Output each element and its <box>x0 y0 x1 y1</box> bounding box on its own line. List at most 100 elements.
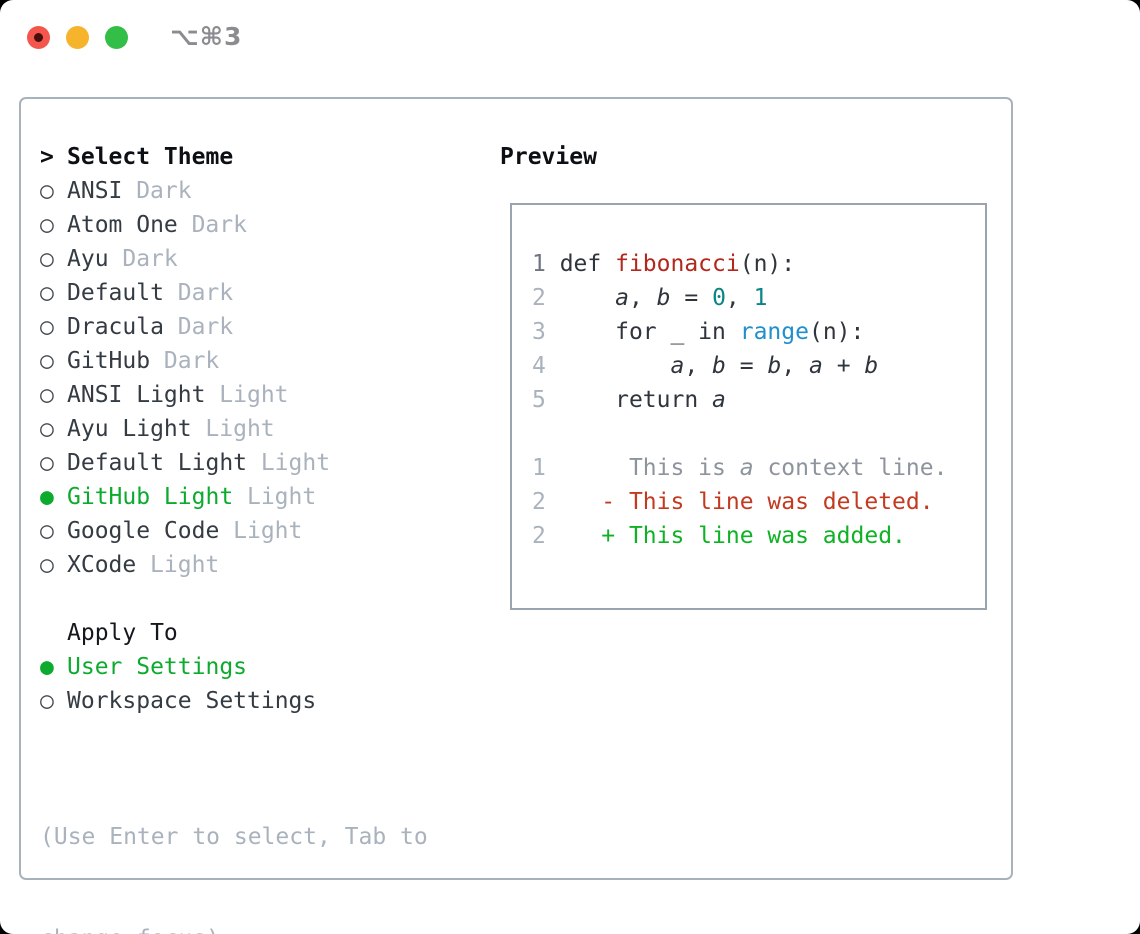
code-token: - This line was deleted. <box>601 489 934 515</box>
code-token: a <box>739 455 754 481</box>
spacer <box>40 718 480 752</box>
code-token: , <box>628 285 657 311</box>
radio-marker-icon: ○ <box>40 518 54 544</box>
code-line: 2 - This line was deleted. <box>532 485 947 519</box>
apply-to-label: Apply To <box>67 620 178 646</box>
theme-name: Ayu Light <box>67 416 192 442</box>
theme-name: Google Code <box>67 518 220 544</box>
theme-option[interactable]: ○ Google Code Light <box>40 514 480 548</box>
titlebar: ⌥⌘3 <box>0 0 1140 75</box>
theme-variant: Light <box>246 484 317 510</box>
preview-title: Preview <box>500 144 597 170</box>
theme-name: Dracula <box>67 314 164 340</box>
theme-name: Default <box>67 280 164 306</box>
code-token: return <box>559 387 713 413</box>
theme-name: GitHub <box>67 348 151 374</box>
cursor-icon: > <box>40 144 54 170</box>
theme-variant: Dark <box>191 212 247 238</box>
theme-name: Atom One <box>67 212 178 238</box>
code-token: 3 <box>532 319 560 345</box>
code-token: 1 <box>532 251 560 277</box>
code-token: (n): <box>808 319 865 345</box>
close-button[interactable] <box>27 26 50 49</box>
code-token: 1 <box>532 455 546 481</box>
radio-marker-icon: ○ <box>40 688 54 714</box>
code-line <box>532 417 947 451</box>
theme-variant: Light <box>233 518 303 544</box>
code-line: 1 def fibonacci(n): <box>532 247 947 281</box>
code-token: This is <box>545 455 740 481</box>
theme-name: GitHub Light <box>67 484 234 510</box>
code-token: 2 <box>532 523 546 549</box>
code-token: for _ in <box>559 319 740 345</box>
code-token: a <box>809 353 823 379</box>
code-token: a <box>670 353 685 379</box>
apply-to-list: ●User Settings ○ Workspace Settings <box>40 650 480 718</box>
minimize-button[interactable] <box>66 26 89 49</box>
code-token: b <box>656 285 671 311</box>
theme-variant: Light <box>205 416 275 442</box>
code-token: = <box>725 353 768 379</box>
theme-option[interactable]: ○ Ayu Light Light <box>40 412 480 446</box>
radio-marker-icon: ○ <box>40 246 54 272</box>
apply-to-option-label: Workspace Settings <box>67 688 317 714</box>
radio-marker-icon: ○ <box>40 382 54 408</box>
code-token: 2 <box>532 489 546 515</box>
code-token: (n): <box>739 251 796 277</box>
maximize-button[interactable] <box>105 26 128 49</box>
theme-variant: Light <box>219 382 289 408</box>
radio-marker-icon: ○ <box>40 178 54 204</box>
code-token: , <box>781 353 810 379</box>
hint-line-1: (Use Enter to select, Tab to <box>40 824 428 850</box>
code-token <box>546 489 601 515</box>
theme-name: Ayu <box>67 246 109 272</box>
code-token: , <box>684 353 713 379</box>
select-theme-header: >Select Theme <box>40 140 480 174</box>
code-line: 5 return a <box>532 383 947 417</box>
code-line: 3 for _ in range(n): <box>532 315 947 349</box>
theme-name: XCode <box>67 552 137 578</box>
close-dot-icon <box>34 33 43 42</box>
code-token: 2 <box>532 285 560 311</box>
theme-variant: Dark <box>177 314 234 340</box>
code-token: range <box>739 319 809 345</box>
theme-name: ANSI Light <box>67 382 206 408</box>
apply-to-option[interactable]: ●User Settings <box>40 650 480 684</box>
theme-variant: Dark <box>122 246 178 272</box>
code-token: = <box>670 285 713 311</box>
code-token: + <box>822 353 865 379</box>
theme-name: ANSI <box>67 178 123 204</box>
code-line: 2 a, b = 0, 1 <box>532 281 947 315</box>
theme-variant: Dark <box>177 280 234 306</box>
radio-marker-icon: ○ <box>40 552 54 578</box>
radio-marker-icon: ○ <box>40 416 54 442</box>
code-token: 5 <box>532 387 560 413</box>
code-token: + This line was added. <box>601 523 906 549</box>
spacer <box>40 582 480 616</box>
code-token: 0 <box>712 285 726 311</box>
apply-to-header: Apply To <box>40 616 480 650</box>
theme-option[interactable]: ○ Ayu Dark <box>40 242 480 276</box>
code-token: b <box>712 353 726 379</box>
radio-marker-icon: ○ <box>40 212 54 238</box>
traffic-lights <box>27 26 128 49</box>
apply-to-option[interactable]: ○ Workspace Settings <box>40 684 480 718</box>
hint-text: (Use Enter to select, Tab to change focu… <box>40 752 480 934</box>
code-token: context line. <box>753 455 948 481</box>
theme-option[interactable]: ○ ANSI Light Light <box>40 378 480 412</box>
code-token <box>560 353 671 379</box>
theme-variant: Dark <box>163 348 220 374</box>
code-token: def <box>559 251 616 277</box>
theme-name: Default Light <box>67 450 248 476</box>
radio-marker-icon: ○ <box>40 450 54 476</box>
code-line: 2 + This line was added. <box>532 519 947 553</box>
theme-option[interactable]: ○ Atom One Dark <box>40 208 480 242</box>
